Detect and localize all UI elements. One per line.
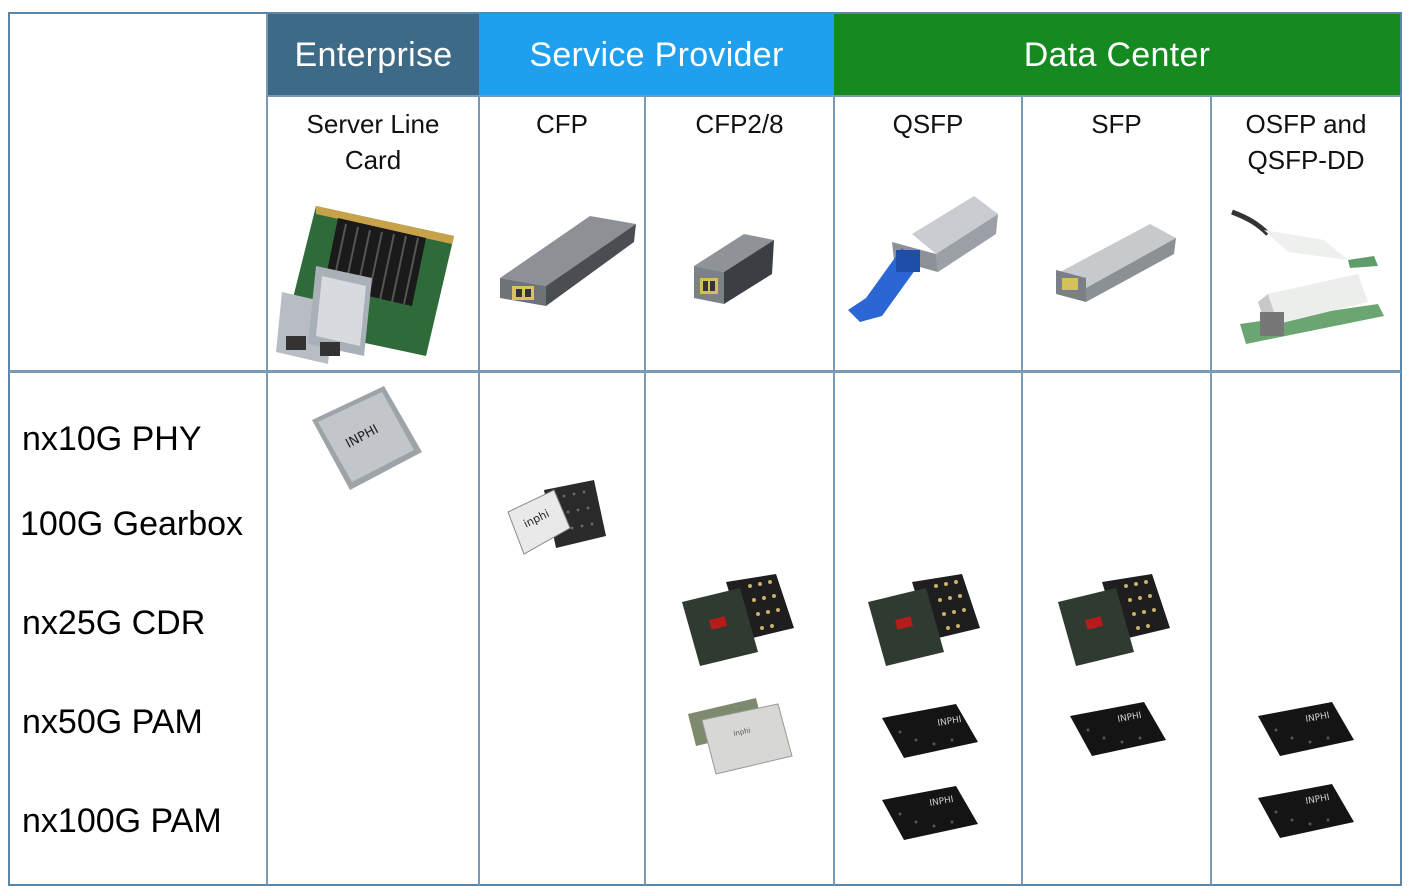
chip-brand-label: INPHI bbox=[1305, 711, 1331, 725]
row-label-phy: nx10G PHY bbox=[22, 420, 202, 458]
cfp-module-image bbox=[500, 216, 636, 306]
segment-service-provider: Service Provider bbox=[479, 14, 834, 96]
cfp2-module-image bbox=[694, 234, 774, 304]
grid-line bbox=[266, 14, 268, 885]
pam50-chip-image: INPHI bbox=[882, 704, 978, 758]
cdr-chip-image bbox=[682, 574, 794, 666]
chip-brand-label: INPHI bbox=[1305, 793, 1331, 807]
gearbox-chip-image: inphi bbox=[507, 480, 606, 555]
phy-chip-image: INPHI bbox=[312, 386, 422, 490]
column-osfp-qsfp-dd: OSFP and QSFP-DD bbox=[1212, 106, 1400, 178]
chip-brand-label: INPHI bbox=[1117, 711, 1143, 725]
column-label-line: CFP bbox=[536, 109, 588, 139]
row-label-gearbox: 100G Gearbox bbox=[20, 505, 244, 543]
pam50-chip-image: INPHI bbox=[1070, 702, 1166, 756]
column-label-line: Card bbox=[344, 145, 402, 175]
grid-line bbox=[833, 96, 835, 885]
table-frame bbox=[8, 12, 1402, 886]
column-label-line: SFP bbox=[1091, 109, 1142, 139]
grid-line bbox=[644, 96, 646, 885]
cdr-chip-image bbox=[868, 574, 980, 666]
grid-line bbox=[1021, 96, 1023, 885]
pam50-chip-image: INPHI bbox=[1258, 702, 1354, 756]
column-label-line: OSFP and bbox=[1245, 109, 1367, 139]
cdr-chip-image bbox=[1058, 574, 1170, 666]
column-cfp: CFP bbox=[480, 106, 644, 142]
row-label-pam100: nx100G PAM bbox=[22, 802, 222, 840]
chip-brand-label: INPHI bbox=[929, 795, 955, 809]
osfp-module-image bbox=[1231, 209, 1384, 344]
pam100-chip-image: INPHI bbox=[1258, 784, 1354, 838]
row-label-pam50: nx50G PAM bbox=[22, 703, 203, 741]
segment-enterprise: Enterprise bbox=[268, 14, 479, 96]
row-label-cdr: nx25G CDR bbox=[22, 604, 206, 642]
grid-line bbox=[1210, 96, 1212, 885]
pam100-chip-image: INPHI bbox=[882, 786, 978, 840]
column-cfp2-8: CFP2/8 bbox=[646, 106, 833, 142]
chip-brand-label: INPHI bbox=[937, 715, 963, 729]
sfp-module-image bbox=[1056, 224, 1176, 302]
svg-text:inphi: inphi bbox=[733, 727, 752, 738]
server-line-card-image bbox=[276, 206, 454, 364]
column-sfp: SFP bbox=[1023, 106, 1210, 142]
qsfp-module-image bbox=[848, 196, 998, 322]
grid-line bbox=[9, 370, 1401, 373]
grid-line bbox=[266, 95, 1401, 97]
pam50-chip-image: inphi bbox=[688, 698, 793, 775]
column-label-line: QSFP bbox=[892, 109, 964, 139]
column-label-line: QSFP-DD bbox=[1247, 145, 1365, 175]
column-label-line: Server Line bbox=[306, 109, 440, 139]
column-server-line-card: Server Line Card bbox=[268, 106, 478, 178]
segment-data-center: Data Center bbox=[834, 14, 1400, 96]
grid-line bbox=[478, 96, 480, 885]
column-qsfp: QSFP bbox=[835, 106, 1021, 142]
column-label-line: CFP2/8 bbox=[695, 109, 784, 139]
